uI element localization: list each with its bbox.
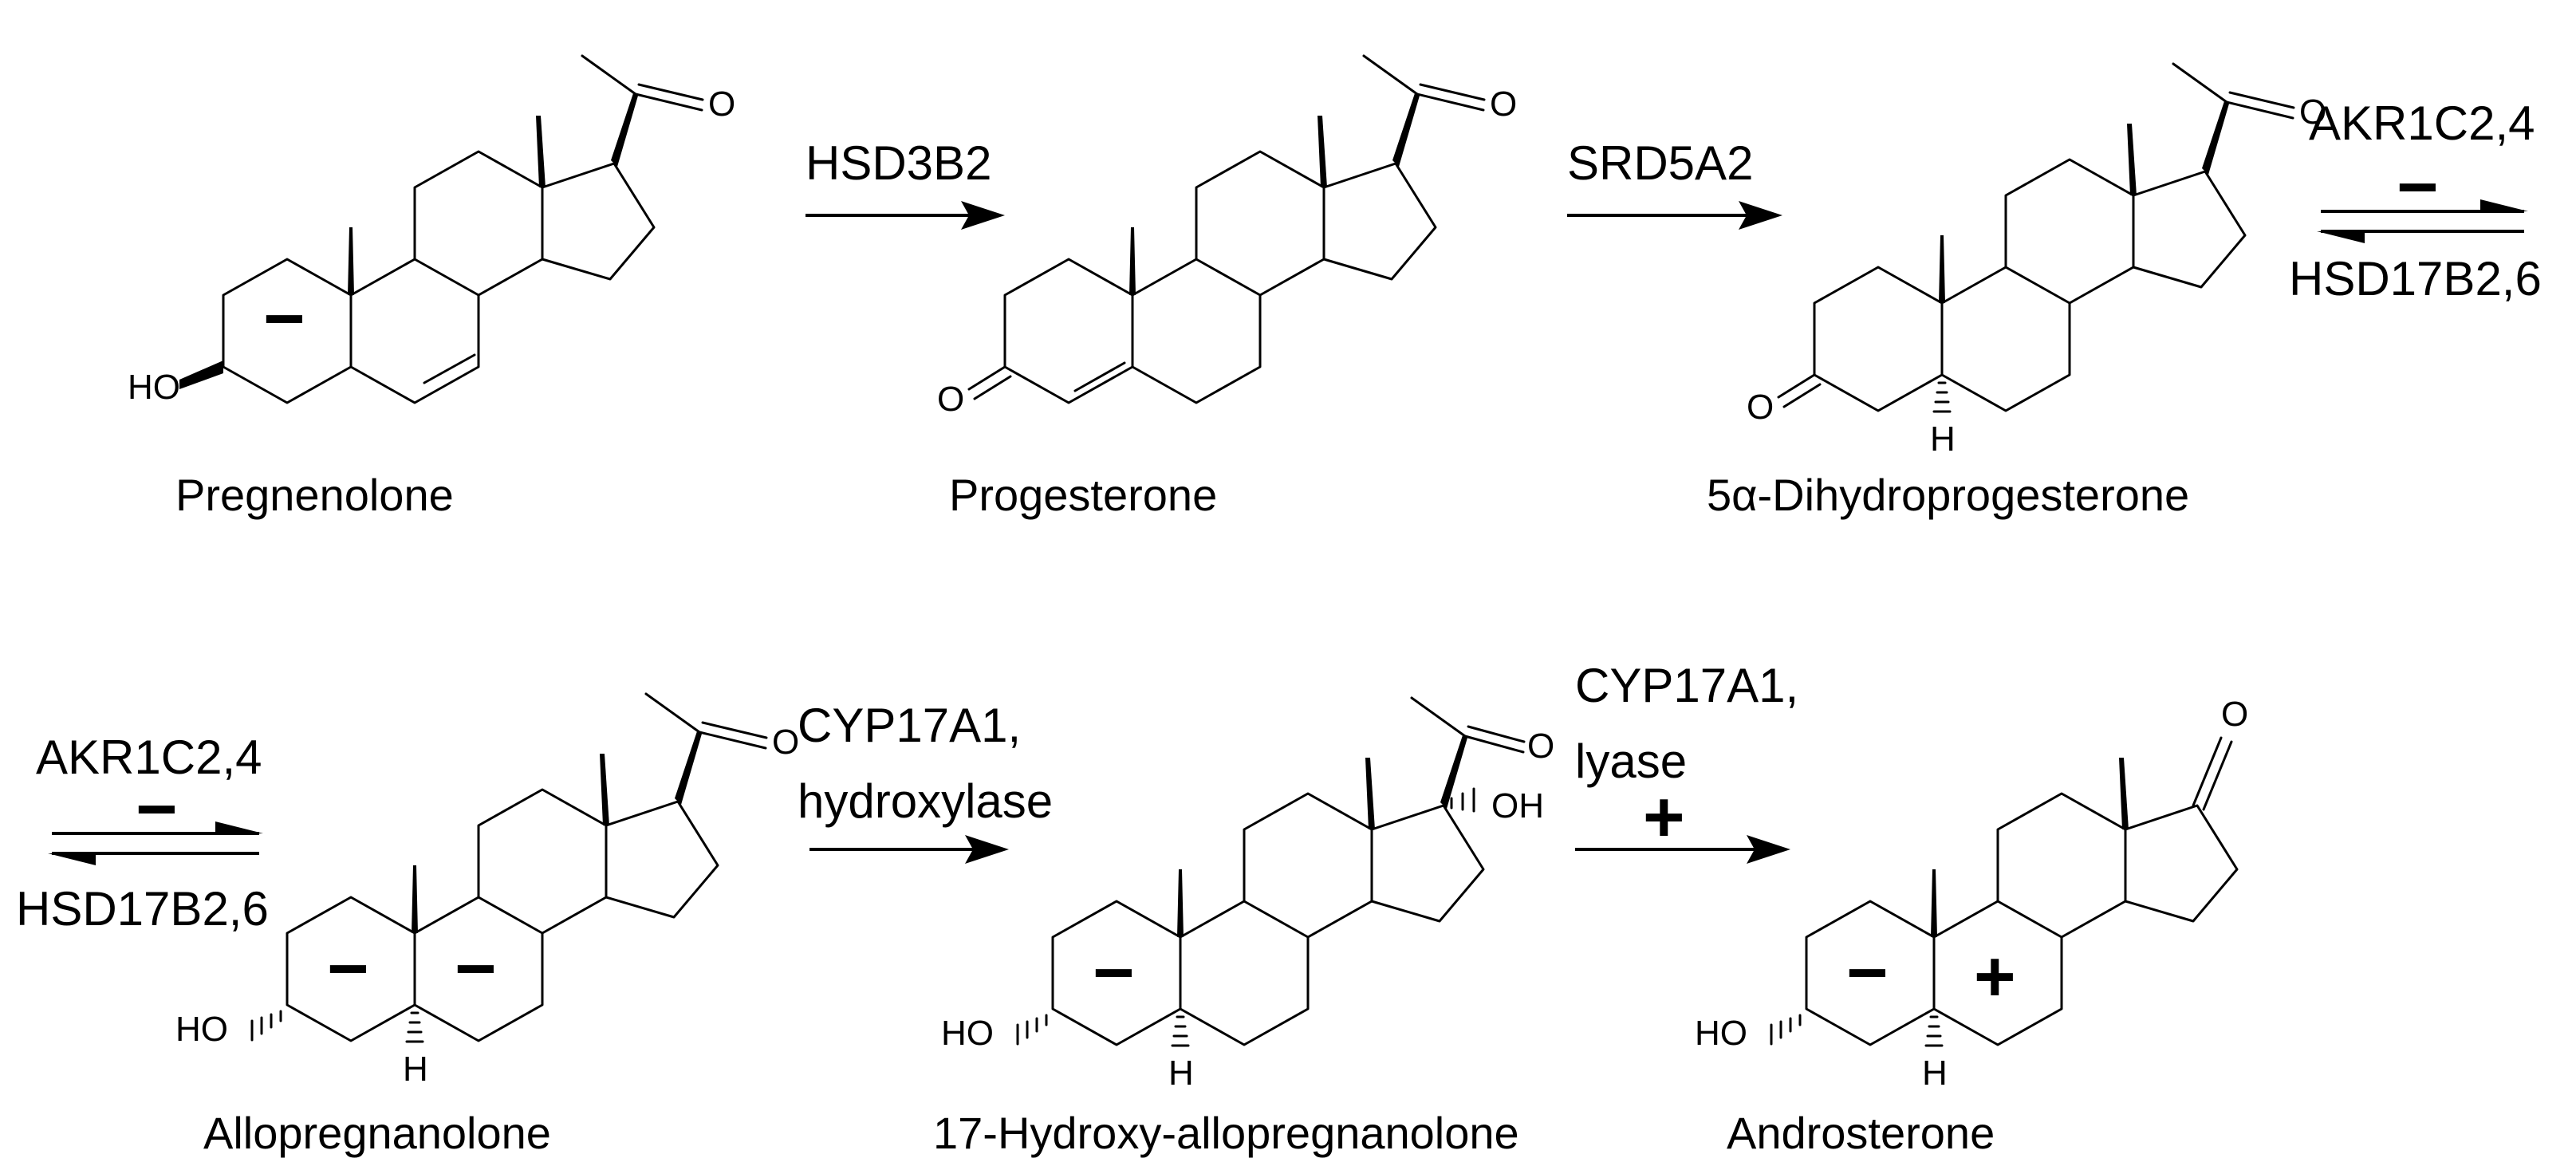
ring-a-sign: − <box>1093 933 1135 1013</box>
reaction-arrow-hsd3b2: HSD3B2 <box>805 136 1005 230</box>
activation-sign: + <box>1643 778 1685 857</box>
h5-label: H <box>1168 1054 1194 1093</box>
enzyme-label-line2: lyase <box>1575 735 1687 788</box>
reaction-arrow-srd5a2: SRD5A2 <box>1567 136 1782 230</box>
ketone-oxygen-label: O <box>2221 695 2248 734</box>
enzyme-label-akr1c-forward: AKR1C2,4 <box>36 731 262 784</box>
pregnenolone-structure: HO O − <box>128 54 735 407</box>
ketone20-oxygen-label: O <box>2299 93 2326 132</box>
ketone-oxygen-label: O <box>1527 727 1554 766</box>
reaction-arrow-cyp17a1-lyase: CYP17A1, lyase + <box>1575 659 1798 864</box>
h5-label: H <box>1922 1054 1948 1093</box>
hydroxyl-label: HO <box>941 1014 994 1053</box>
enzyme-label-hsd17b-reverse: HSD17B2,6 <box>16 882 269 936</box>
ring-a-sign: − <box>1846 933 1889 1013</box>
inhibition-sign: − <box>2397 148 2439 227</box>
ring-b-sign: + <box>1974 937 2016 1017</box>
dihydroprogesterone-label: 5α-Dihydroprogesterone <box>1707 470 2189 520</box>
enzyme-label-hsd17b-reverse: HSD17B2,6 <box>2289 252 2542 305</box>
enzyme-label-srd5a2: SRD5A2 <box>1567 136 1753 190</box>
enzyme-label-hsd3b2: HSD3B2 <box>805 136 991 190</box>
enzyme-label-line1: CYP17A1, <box>1575 659 1798 712</box>
reaction-arrow-cyp17a1-hydroxylase: CYP17A1, hydroxylase <box>798 699 1053 864</box>
androsterone-structure: O HO H − + <box>1695 695 2248 1093</box>
oh17-label: OH <box>1491 786 1544 825</box>
ketone3-oxygen-label: O <box>1747 388 1774 427</box>
reaction-equilibrium-akr1c-row2: AKR1C2,4 − HSD17B2,6 <box>16 731 269 936</box>
pregnenolone-label: Pregnenolone <box>175 470 454 520</box>
ketone20-oxygen-label: O <box>1490 85 1517 124</box>
progesterone-label: Progesterone <box>949 470 1217 520</box>
ring-b-sign: − <box>455 929 497 1009</box>
reaction-equilibrium-akr1c: AKR1C2,4 − HSD17B2,6 <box>2289 97 2542 305</box>
androsterone-label: Androsterone <box>1727 1108 1995 1158</box>
enzyme-label-line1: CYP17A1, <box>798 699 1021 752</box>
hydroxyl-label: HO <box>128 368 180 407</box>
h5-label: H <box>1930 420 1956 459</box>
ketone-oxygen-label: O <box>708 85 735 124</box>
allopregnanolone-label: Allopregnanolone <box>203 1108 551 1158</box>
hydroxy-allopregnanolone-label: 17-Hydroxy-allopregnanolone <box>933 1108 1519 1158</box>
enzyme-label-akr1c-forward: AKR1C2,4 <box>2309 97 2535 150</box>
allopregnanolone-structure: HO O H − − <box>175 692 799 1089</box>
ring-a-sign: − <box>327 929 369 1009</box>
progesterone-structure: O O <box>937 54 1517 419</box>
hydroxyl-label: HO <box>1695 1014 1747 1053</box>
inhibition-sign: − <box>136 770 178 849</box>
hydroxy-allopregnanolone-structure: OH O HO H − <box>941 696 1554 1093</box>
ketone3-oxygen-label: O <box>937 380 964 419</box>
ring-a-sign: − <box>263 279 305 359</box>
h5-label: H <box>403 1050 428 1089</box>
ketone-oxygen-label: O <box>772 723 799 762</box>
dihydroprogesterone-structure: O O H <box>1747 62 2326 459</box>
hydroxyl-label: HO <box>175 1010 228 1049</box>
enzyme-label-line2: hydroxylase <box>798 774 1053 828</box>
